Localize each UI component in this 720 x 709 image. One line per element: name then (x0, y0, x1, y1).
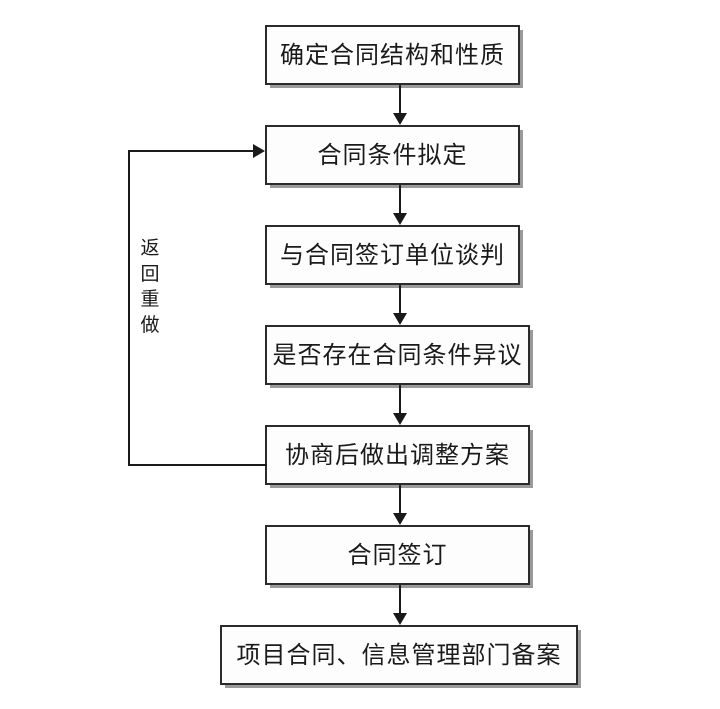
connector-n5-n6-arrowhead (393, 513, 407, 525)
connector-n1-n2-arrowhead (393, 113, 407, 125)
connector-n6-n7 (399, 585, 401, 615)
flow-node-4[interactable]: 是否存在合同条件异议 (265, 325, 530, 385)
connector-n5-n6 (399, 485, 401, 515)
flow-node-2-label: 合同条件拟定 (317, 141, 468, 169)
flow-node-1-label: 确定合同结构和性质 (280, 41, 505, 69)
flow-node-1[interactable]: 确定合同结构和性质 (265, 25, 520, 85)
flow-node-7-label: 项目合同、信息管理部门备案 (236, 641, 562, 669)
feedback-loop-arrowhead (253, 144, 265, 158)
flow-node-5-label: 协商后做出调整方案 (285, 441, 510, 469)
feedback-loop-vertical-segment (128, 150, 130, 466)
connector-n1-n2 (399, 85, 401, 115)
feedback-loop-label: 返回重做 (140, 237, 160, 336)
connector-n3-n4-arrowhead (393, 313, 407, 325)
connector-n2-n3 (399, 185, 401, 215)
flow-node-5[interactable]: 协商后做出调整方案 (265, 425, 530, 485)
feedback-loop-top-segment (128, 150, 255, 152)
connector-n3-n4 (399, 285, 401, 315)
connector-n4-n5-arrowhead (393, 413, 407, 425)
connector-n2-n3-arrowhead (393, 213, 407, 225)
connector-n4-n5 (399, 385, 401, 415)
flow-node-7[interactable]: 项目合同、信息管理部门备案 (220, 625, 578, 685)
flow-node-6-label: 合同签订 (347, 541, 448, 569)
flow-node-4-label: 是否存在合同条件异议 (272, 341, 523, 369)
flow-node-3[interactable]: 与合同签订单位谈判 (265, 225, 520, 285)
connector-n6-n7-arrowhead (393, 613, 407, 625)
feedback-loop-bottom-segment (128, 464, 267, 466)
flow-node-3-label: 与合同签订单位谈判 (280, 241, 505, 269)
flow-node-2[interactable]: 合同条件拟定 (265, 125, 520, 185)
flow-node-6[interactable]: 合同签订 (265, 525, 530, 585)
